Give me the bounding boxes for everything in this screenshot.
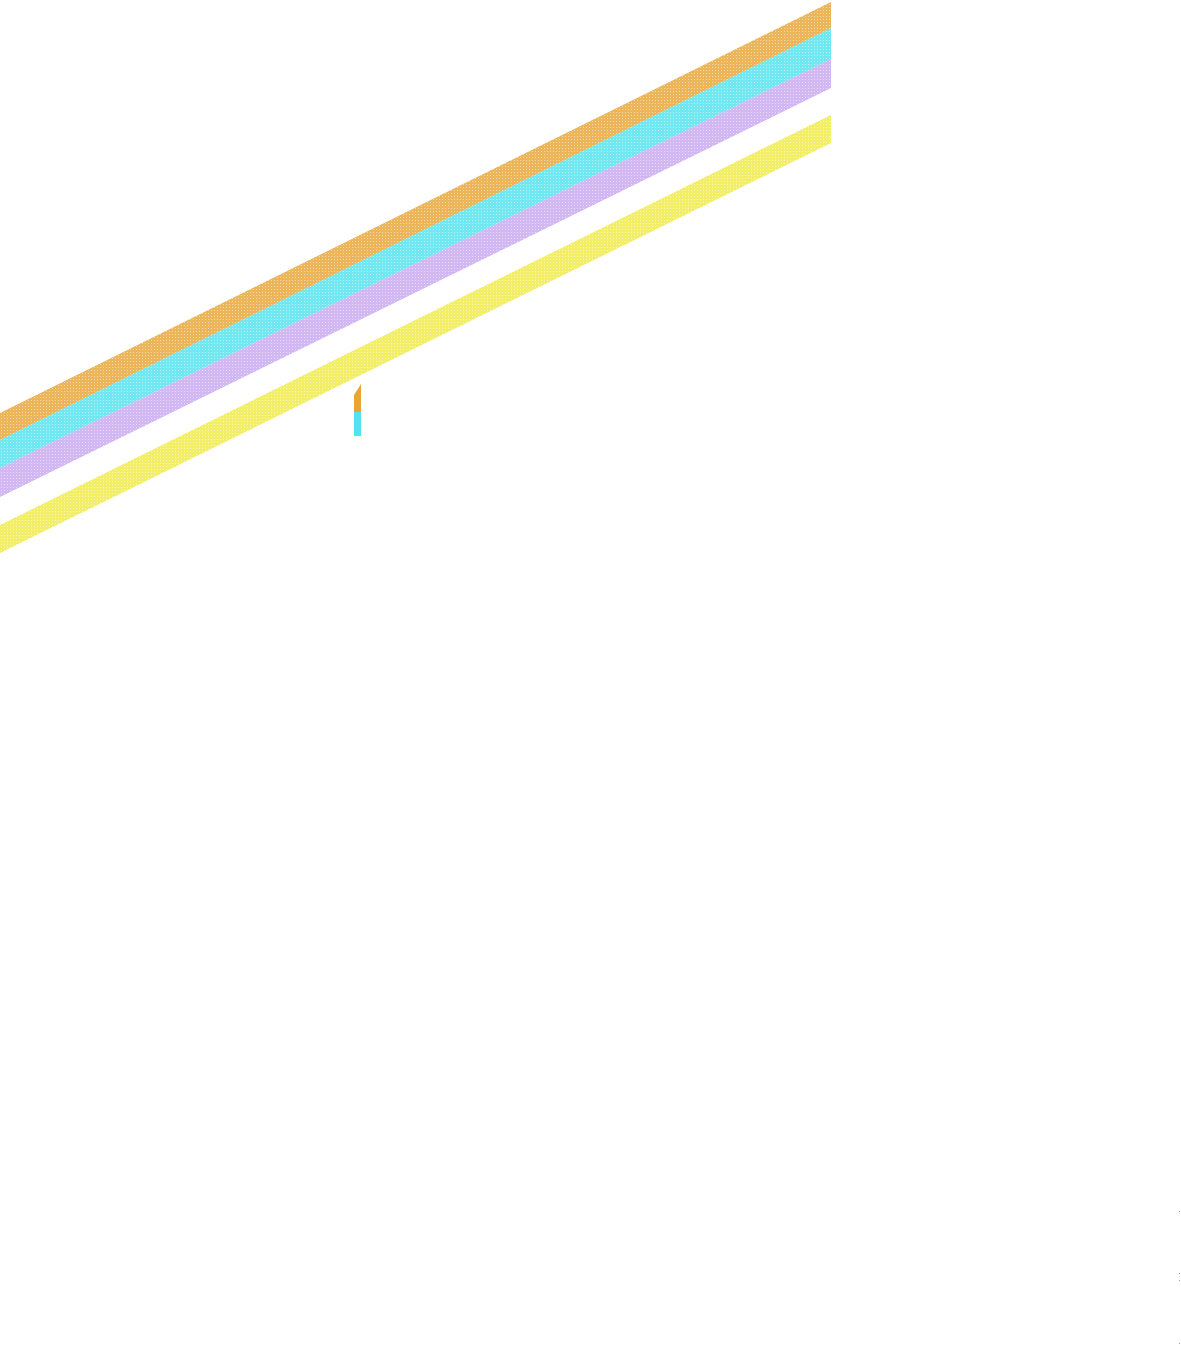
fragment-bottom — [354, 412, 361, 436]
small-fragment — [354, 384, 361, 436]
edge-marks — [1179, 1211, 1180, 1344]
fragment-top — [354, 384, 361, 412]
